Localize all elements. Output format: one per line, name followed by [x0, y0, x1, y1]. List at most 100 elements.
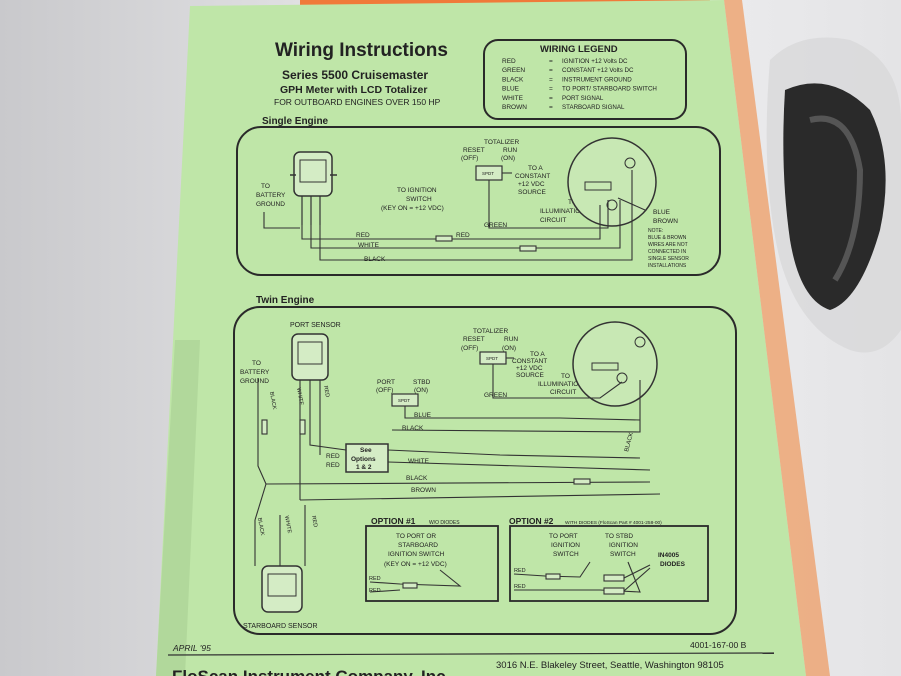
option2-port-1: TO PORT [549, 533, 578, 540]
stbd-white-label: WHITE [283, 515, 292, 534]
single-engine-heading: Single Engine [262, 116, 329, 127]
spdt-label: SPDT [482, 171, 494, 176]
on-label: (ON) [501, 155, 515, 162]
doc-subtitle-1: Series 5500 Cruisemaster [282, 68, 428, 82]
doc-subtitle-3: FOR OUTBOARD ENGINES OVER 150 HP [274, 97, 441, 107]
option1-box [365, 525, 499, 602]
stbd-sensor [261, 565, 303, 613]
twin-const-label-1: TO A [530, 351, 545, 358]
note-5: SINGLE SENSOR [648, 256, 689, 262]
illum-label-2: ILLUMINATION [540, 208, 585, 215]
doc-title: Wiring Instructions [275, 40, 448, 61]
totalizer-label: TOTALIZER [484, 139, 519, 146]
legend-equals-2: = [549, 76, 553, 83]
legend-meaning-2: INSTRUMENT GROUND [562, 76, 632, 83]
stbd-red-label: RED [310, 515, 318, 528]
legend-equals-5: = [549, 104, 553, 111]
twin-wire-brown: BROWN [411, 487, 436, 494]
option2-red-2: RED [514, 584, 526, 590]
single-wire-black: BLACK [364, 256, 386, 263]
twin-reset-label: RESET [463, 336, 485, 343]
note-4: CONNECTED IN [648, 249, 686, 255]
legend-meaning-5: STARBOARD SIGNAL [562, 104, 625, 111]
note-6: INSTALLATIONS [648, 263, 687, 269]
const-label-3: +12 VDC [518, 181, 545, 188]
off-label: (OFF) [461, 155, 478, 162]
twin-engine-frame [233, 306, 737, 635]
legend-color-5: BROWN [502, 104, 527, 111]
doc-part-number: 4001-167-00 B [690, 640, 747, 650]
orange-paper-side [724, 0, 830, 676]
company-address: 3016 N.E. Blakeley Street, Seattle, Wash… [496, 660, 724, 671]
starboard-sensor-label: STARBOARD SENSOR [243, 623, 318, 630]
stbd-black-label: BLACK [256, 517, 265, 536]
see-options-3: 1 & 2 [356, 464, 372, 471]
single-wires [301, 170, 646, 261]
legend-meaning-3: TO PORT/ STARBOARD SWITCH [562, 86, 657, 93]
port-red-label: RED [322, 385, 330, 398]
single-engine-frame [236, 126, 721, 276]
note-2: BLUE & BROWN [648, 235, 687, 241]
twin-off-label: (OFF) [461, 345, 478, 352]
option2-diodes-2: DIODES [660, 561, 686, 568]
option1-line-4: (KEY ON = +12 VDC) [384, 561, 447, 568]
const-label-2: CONSTANT [515, 173, 550, 180]
doc-date: APRIL '95 [172, 643, 211, 653]
twin-wire-green: GREEN [484, 392, 507, 399]
option2-diodes-1: IN4005 [658, 552, 679, 559]
twin-illum-label-1: TO [561, 373, 570, 380]
twin-wire-white: WHITE [408, 458, 430, 465]
option1-title: OPTION #1 [371, 516, 416, 526]
option1-red-2: RED [369, 588, 381, 594]
paper-fold-shadow [156, 340, 200, 676]
legend-color-4: WHITE [502, 95, 524, 102]
blue-label: BLUE [653, 209, 671, 216]
legend-equals-1: = [549, 67, 553, 74]
twin-wire-red-2: RED [326, 462, 340, 469]
twin-wire-black: BLACK [402, 425, 424, 432]
port-sensor-label: PORT SENSOR [290, 322, 341, 329]
twin-wire-blue: BLUE [414, 412, 432, 419]
legend-equals-4: = [549, 95, 553, 102]
battery-label-1: TO [261, 183, 270, 190]
twin-run-label: RUN [504, 336, 518, 343]
const-label-1: TO A [528, 165, 543, 172]
ignition-label-1: TO IGNITION [397, 187, 437, 194]
ignition-label-2: SWITCH [406, 196, 432, 203]
ignition-label-3: (KEY ON = +12 VDC) [381, 205, 444, 212]
twin-illum-label-3: CIRCUIT [550, 389, 576, 396]
option2-stbd-1: TO STBD [605, 533, 633, 540]
legend-color-1: GREEN [502, 67, 525, 74]
battery-label-2: BATTERY [256, 192, 286, 199]
single-wire-red: RED [356, 232, 370, 239]
option2-title: OPTION #2 [509, 516, 554, 526]
port-sensor [291, 333, 329, 381]
note-1: NOTE: [648, 228, 663, 234]
legend-heading: WIRING LEGEND [540, 44, 618, 55]
option1-subtitle: W/O DIODES [429, 520, 460, 526]
legend-color-0: RED [502, 58, 516, 65]
see-options-1: See [360, 447, 372, 454]
twin-engine-heading: Twin Engine [256, 295, 315, 306]
legend-meaning-4: PORT SIGNAL [562, 95, 604, 102]
see-options-2: Options [351, 456, 376, 463]
legend-equals-0: = [549, 58, 553, 65]
company-name: FloScan Instrument Company, Inc. [172, 667, 450, 676]
port-switch-label: PORT [377, 379, 395, 386]
twin-gph-meter [572, 321, 658, 407]
option2-port-2: IGNITION [551, 542, 580, 549]
port-white-label: WHITE [295, 387, 304, 406]
option1-wires [369, 569, 462, 593]
const-label-4: SOURCE [518, 189, 546, 196]
twin-wire-black-2: BLACK [406, 475, 428, 482]
option2-port-3: SWITCH [553, 551, 579, 558]
brown-label: BROWN [653, 218, 678, 225]
twin-wire-red: RED [326, 453, 340, 460]
port-black-label: BLACK [268, 391, 277, 410]
twin-const-label-2: CONSTANT [512, 358, 547, 365]
run-label: RUN [503, 147, 517, 154]
legend-equals-3: = [549, 86, 553, 93]
stbd-switch-label: STBD [413, 379, 431, 386]
